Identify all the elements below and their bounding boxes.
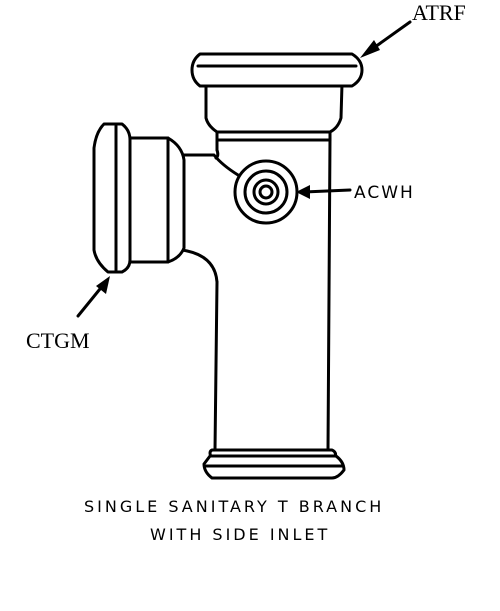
label-atrf: ATRF [412,0,466,25]
label-ctgm: CTGM [26,328,90,353]
caption-line-2: WITH SIDE INLET [150,525,330,544]
top-socket [190,52,364,142]
caption-line-1: SINGLE SANITARY T BRANCH [84,497,384,516]
leader-arrows [76,20,412,318]
left-inlet [92,122,186,274]
arrow-left-inlet [76,276,110,318]
side-port [233,159,299,225]
label-acwh: ACWH [354,183,415,203]
arrow-top-right [360,20,412,58]
arrow-side-port [296,185,352,199]
bottom-rim [202,448,346,480]
